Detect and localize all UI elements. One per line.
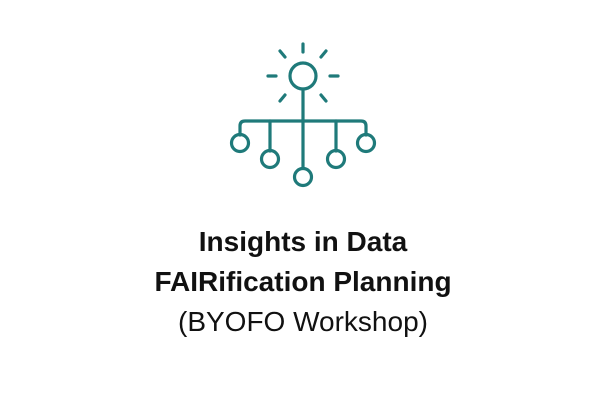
subtitle: (BYOFO Workshop) (178, 306, 428, 337)
title-block: Insights in Data FAIRification Planning … (0, 222, 606, 342)
network-hierarchy-lightbulb-icon (223, 38, 383, 198)
title-line-1: Insights in Data (198, 226, 408, 257)
title-line-2: FAIRification Planning (154, 266, 452, 297)
